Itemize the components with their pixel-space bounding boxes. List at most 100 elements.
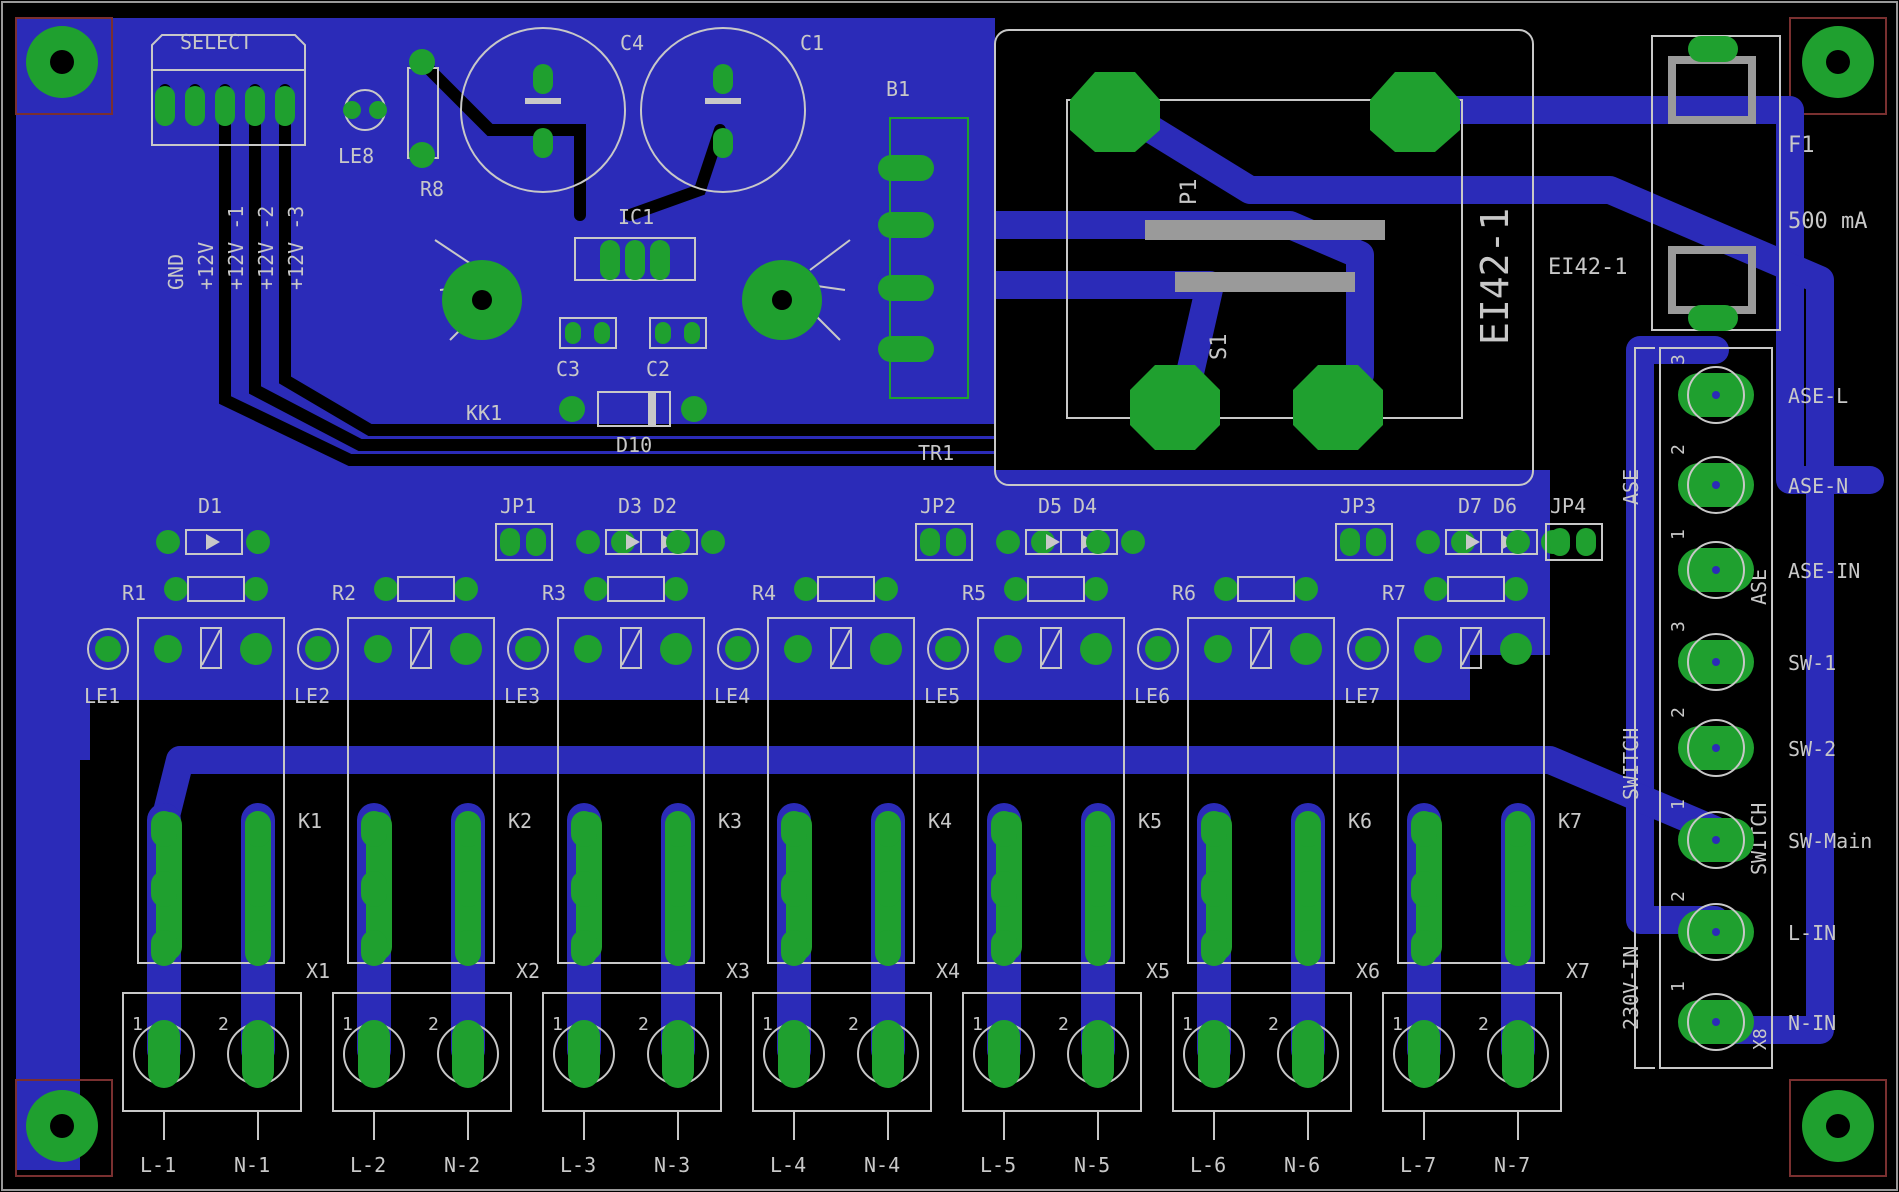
x8-label: X8 bbox=[1750, 1028, 1771, 1050]
terminal-pin-label: 1 bbox=[1182, 1014, 1193, 1035]
diode-label: D1 bbox=[198, 494, 222, 518]
led: LE4 bbox=[714, 628, 759, 708]
pin-name-label: ASE-IN bbox=[1788, 559, 1860, 583]
resistor: R3 bbox=[542, 576, 688, 605]
f1-label: F1 bbox=[1788, 133, 1815, 158]
switch-side-label: SWITCH bbox=[1619, 728, 1643, 800]
jumper-label: JP1 bbox=[500, 494, 536, 518]
diode: D1 bbox=[156, 494, 270, 555]
resistor: R5 bbox=[962, 576, 1108, 605]
neutral-output-label: N-6 bbox=[1284, 1153, 1320, 1177]
led-label: LE7 bbox=[1344, 684, 1380, 708]
connector-x8: ASE SWITCH 230V-IN ASE SWITCH X8 bbox=[1619, 347, 1773, 1069]
pin-number-label: 1 bbox=[1668, 981, 1689, 992]
connector-pin[interactable]: 2L-IN bbox=[1668, 891, 1836, 961]
copper-pour bbox=[16, 18, 1550, 1170]
resistor: R2 bbox=[332, 576, 478, 605]
p12v-1-label: +12V -1 bbox=[224, 206, 248, 290]
relay-label: K6 bbox=[1348, 809, 1372, 833]
terminal-pin-label: 1 bbox=[132, 1014, 143, 1035]
diode: D3 bbox=[576, 494, 690, 555]
led: LE6 bbox=[1134, 628, 1179, 708]
relay: K2 bbox=[347, 617, 532, 966]
terminal-label: X2 bbox=[516, 959, 540, 983]
terminal-label: X1 bbox=[306, 959, 330, 983]
bridge-b1: B1 bbox=[878, 77, 969, 399]
jumper[interactable]: JP1 bbox=[495, 494, 553, 561]
pin-number-label: 3 bbox=[1668, 354, 1689, 365]
pin-number-label: 2 bbox=[1668, 891, 1689, 902]
relay-label: K4 bbox=[928, 809, 952, 833]
led: LE7 bbox=[1344, 628, 1389, 708]
c4-label: C4 bbox=[620, 31, 644, 55]
neutral-output-label: N-3 bbox=[654, 1153, 690, 1177]
resistor-r8: R8 bbox=[407, 49, 444, 201]
resistor-label: R5 bbox=[962, 581, 986, 605]
resistor: R6 bbox=[1172, 576, 1318, 605]
terminal-pin-label: 2 bbox=[218, 1014, 229, 1035]
connector-pin[interactable]: 1SW-Main bbox=[1668, 799, 1872, 869]
led: LE1 bbox=[84, 628, 129, 708]
connector-pin[interactable]: 3SW-1 bbox=[1668, 621, 1836, 691]
vin-side-label: 230V-IN bbox=[1619, 946, 1643, 1030]
kk1-label: KK1 bbox=[466, 401, 502, 425]
jumper[interactable]: JP2 bbox=[915, 494, 973, 561]
diode-label: D6 bbox=[1493, 494, 1517, 518]
diode: D7 bbox=[1416, 494, 1530, 555]
ase-side-label: ASE bbox=[1619, 469, 1643, 505]
diode-label: D4 bbox=[1073, 494, 1097, 518]
resistor: R4 bbox=[752, 576, 898, 605]
diode: D5 bbox=[996, 494, 1110, 555]
terminal-label: X5 bbox=[1146, 959, 1170, 983]
relay-label: K5 bbox=[1138, 809, 1162, 833]
led-label: LE3 bbox=[504, 684, 540, 708]
capacitor-c4: C4 bbox=[460, 27, 644, 193]
connector-pin[interactable]: 1N-IN bbox=[1668, 981, 1836, 1051]
mounting-hole-icon bbox=[1789, 1079, 1887, 1177]
fuse-rating-label: 500 mA bbox=[1788, 209, 1867, 234]
relay: K6 bbox=[1187, 617, 1372, 966]
capacitor-c1: C1 bbox=[640, 27, 824, 193]
connector-pin[interactable]: 2SW-2 bbox=[1668, 707, 1836, 777]
resistor-label: R4 bbox=[752, 581, 776, 605]
terminal-label: X4 bbox=[936, 959, 960, 983]
line-output-label: L-7 bbox=[1400, 1153, 1436, 1177]
relay-label: K1 bbox=[298, 809, 322, 833]
c2-label: C2 bbox=[646, 357, 670, 381]
s1-label: S1 bbox=[1207, 334, 1232, 361]
p12v-2-label: +12V -2 bbox=[254, 206, 278, 290]
jumper[interactable]: JP4 bbox=[1545, 494, 1603, 561]
terminal-pin-label: 2 bbox=[1478, 1014, 1489, 1035]
pin-name-label: N-IN bbox=[1788, 1011, 1836, 1035]
jumper-label: JP4 bbox=[1550, 494, 1586, 518]
jumper[interactable]: JP3 bbox=[1335, 494, 1393, 561]
regulator-ic1: IC1 KK1 bbox=[434, 205, 851, 425]
terminal-pin-label: 1 bbox=[762, 1014, 773, 1035]
diode-label: D2 bbox=[653, 494, 677, 518]
relay: K1 bbox=[137, 617, 322, 966]
pin-number-label: 1 bbox=[1668, 799, 1689, 810]
terminal-label: X7 bbox=[1566, 959, 1590, 983]
resistor: R1 bbox=[122, 576, 268, 605]
pin-number-label: 3 bbox=[1668, 621, 1689, 632]
neutral-output-label: N-1 bbox=[234, 1153, 270, 1177]
terminal-pin-label: 2 bbox=[1268, 1014, 1279, 1035]
select-header: SELECT GND +12V +12V -1 +12V -2 +12V -3 bbox=[151, 30, 308, 290]
relay: K7 bbox=[1397, 617, 1582, 966]
